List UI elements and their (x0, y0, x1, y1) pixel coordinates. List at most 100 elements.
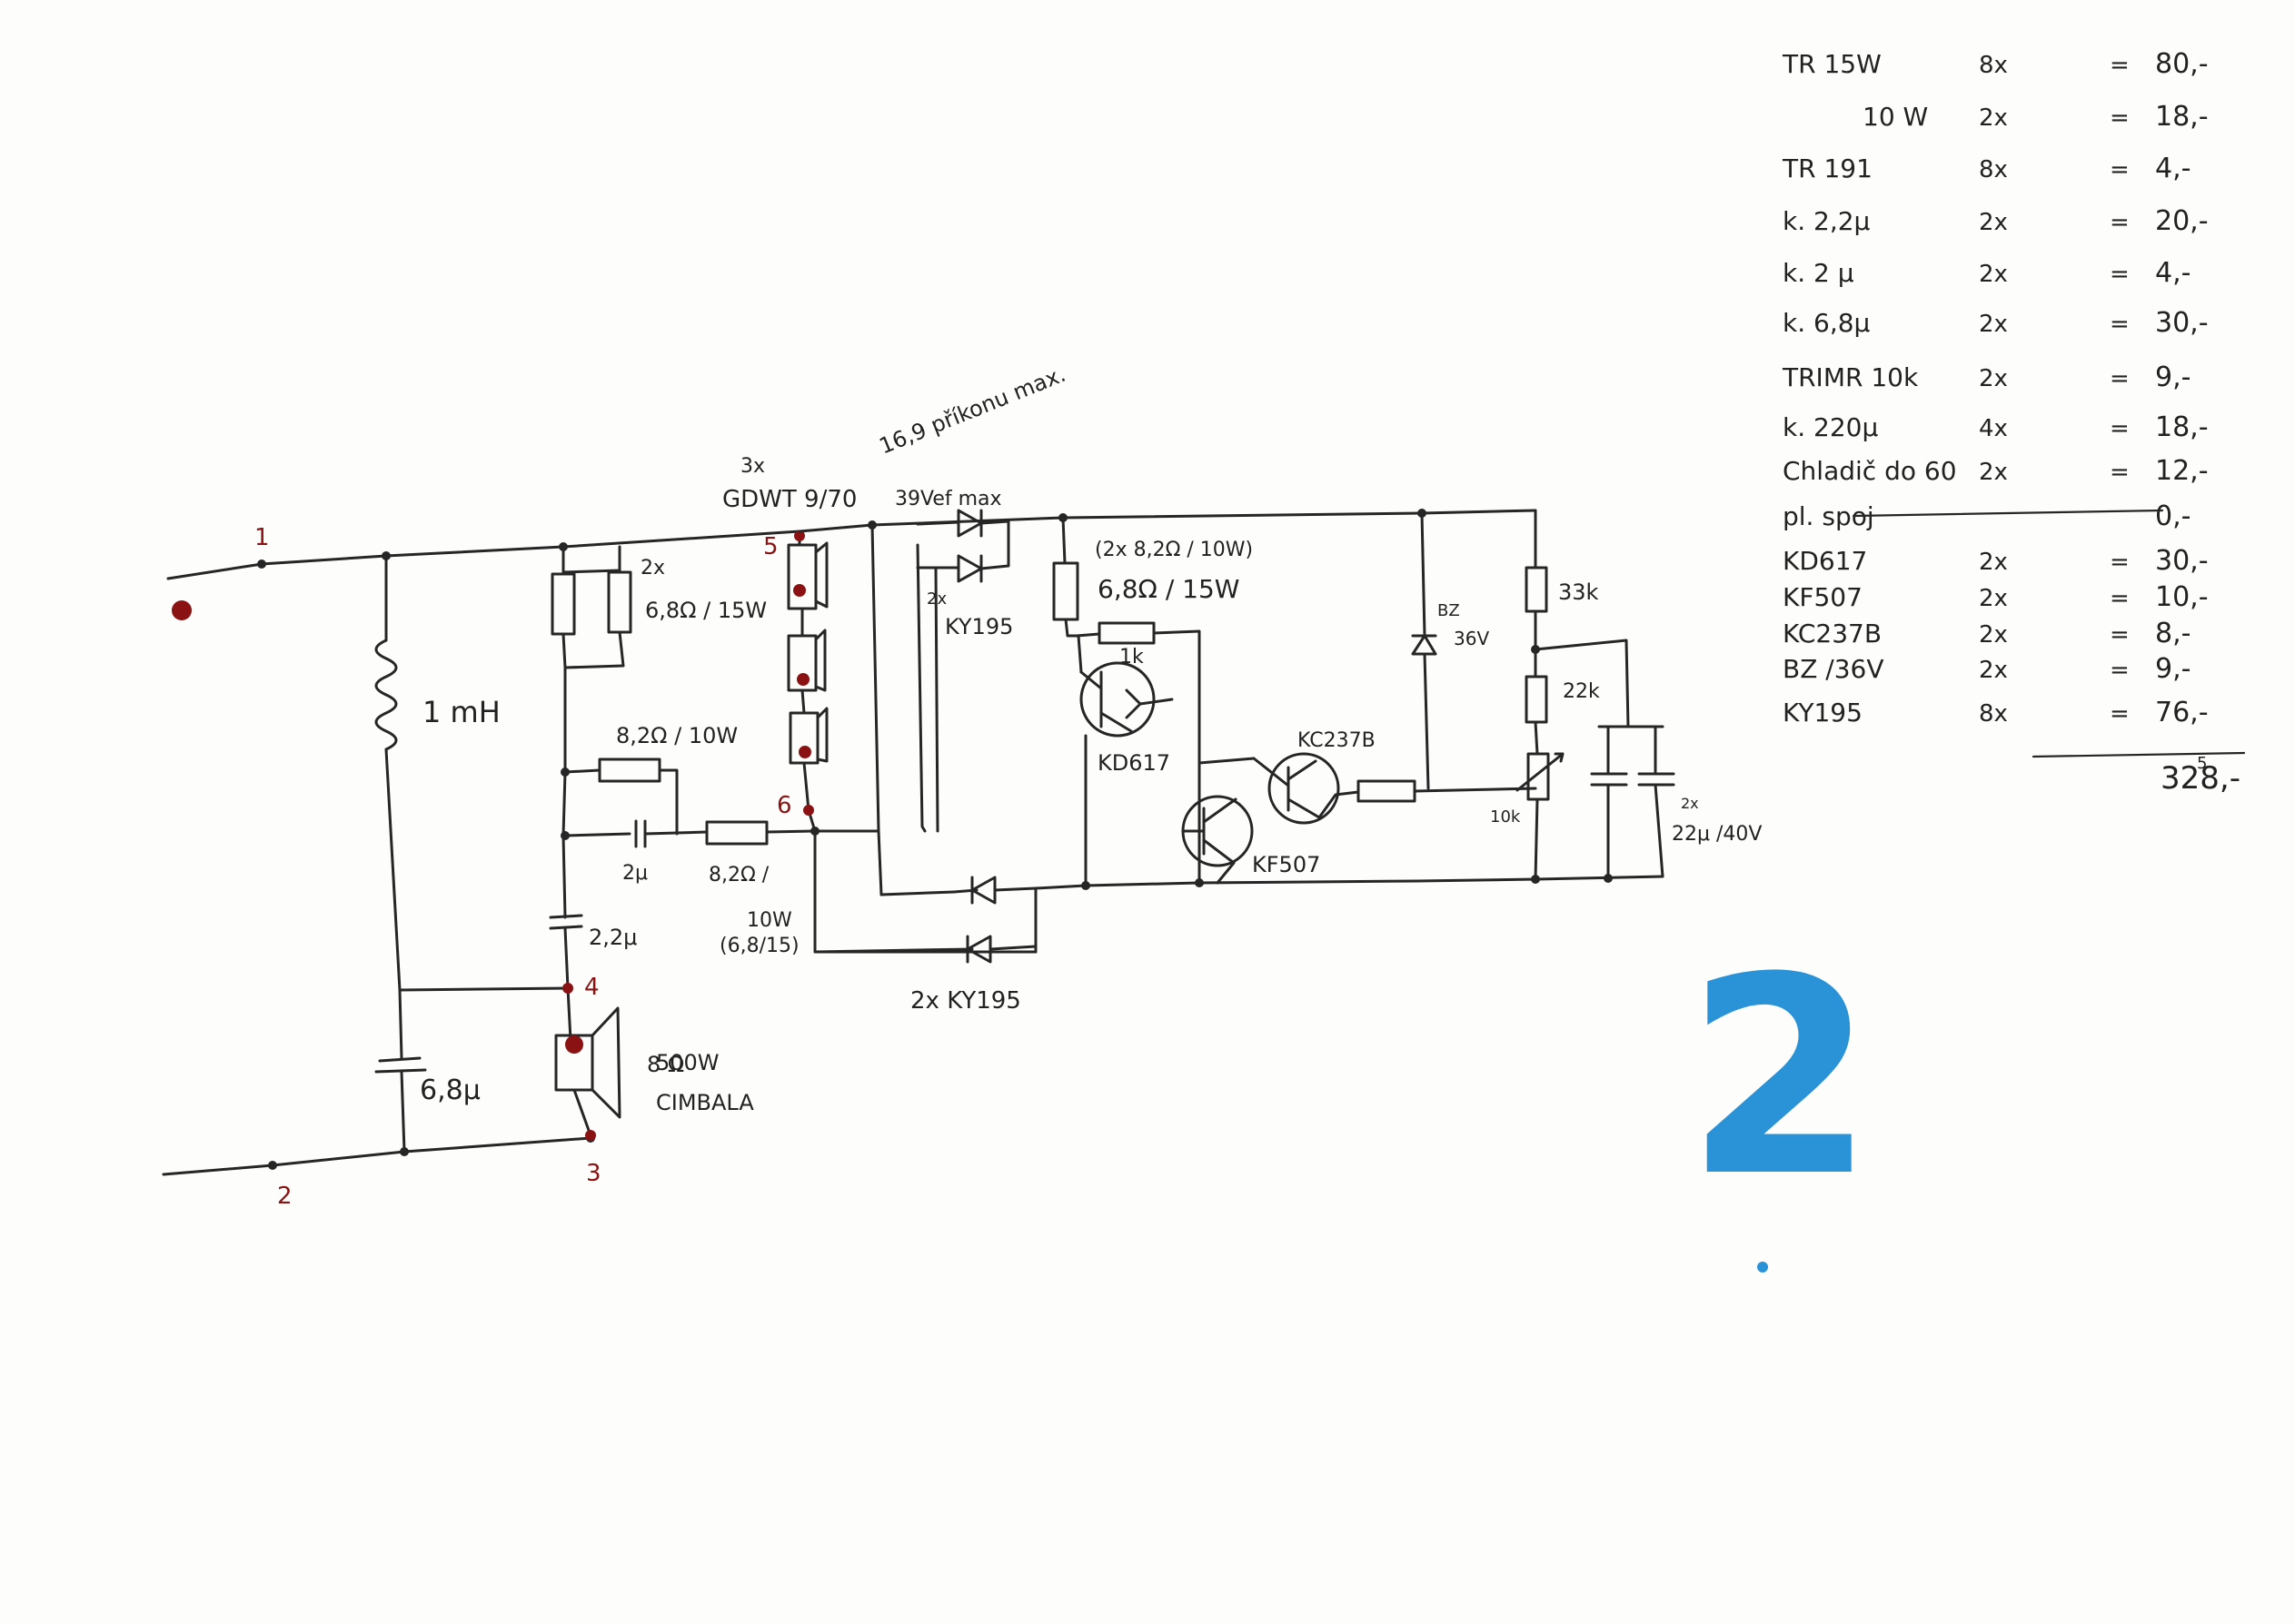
parts-row-4-part: k. 2 μ (1783, 258, 1854, 288)
parts-row-14-price: 76,- (2155, 697, 2209, 728)
parts-row-10-qty: 2x (1979, 549, 2008, 576)
parts-row-1-qty: 2x (1979, 104, 2008, 132)
transistor-kd617 (1079, 661, 1156, 738)
parts-row-4-qty: 2x (1979, 261, 2008, 288)
crossover-network (162, 530, 1038, 1176)
parts-divider-0 (1852, 509, 2164, 518)
parts-row-7-eq: = (2110, 415, 2130, 442)
label-speaker-name: CIMBALA (656, 1090, 754, 1115)
parts-row-13-qty: 2x (1979, 657, 2008, 684)
parts-row-2-price: 4,- (2155, 153, 2191, 184)
label-tweeter-voltage: 39Vef max (895, 488, 1002, 510)
parts-row-0-qty: 8x (1979, 52, 2008, 79)
parts-row-3-qty: 2x (1979, 209, 2008, 236)
parts-row-3-eq: = (2110, 209, 2130, 236)
page-mark: 2 (1685, 919, 1875, 1236)
label-res-series: 8,2Ω / (709, 864, 770, 886)
input-terminal-dot (172, 600, 192, 620)
parts-row-8-qty: 2x (1979, 459, 2008, 486)
protection-bottom-rail (1034, 875, 1664, 890)
parts-row-8-part: Chladič do 60 (1783, 456, 1957, 486)
label-res-load: 6,8Ω / 15W (1098, 574, 1239, 604)
parts-row-7-price: 18,- (2155, 411, 2209, 443)
parts-row-1-part: 10 W (1863, 102, 1928, 132)
parts-row-11-qty: 2x (1979, 585, 2008, 612)
parts-row-11-price: 10,- (2155, 581, 2209, 613)
parts-row-12-price: 8,- (2155, 618, 2191, 649)
label-caps-value: 22μ /40V (1672, 823, 1762, 846)
parts-row-3-price: 20,- (2155, 205, 2209, 237)
diode-ky195-bottom-1 (952, 876, 1038, 905)
diode-ky195-top-1 (916, 509, 1010, 538)
label-zener-voltage: 36V (1454, 628, 1489, 649)
label-res-33k: 33k (1558, 579, 1599, 605)
parts-row-10-price: 30,- (2155, 545, 2209, 577)
parts-row-1-eq: = (2110, 104, 2130, 132)
label-speaker-imp: 8 Ω (647, 1052, 684, 1077)
label-tweeter-type: GDWT 9/70 (722, 486, 857, 513)
label-cap-2-2u: 2,2μ (589, 925, 637, 950)
parts-row-12-part: KC237B (1783, 619, 1882, 649)
label-tweeter-qty: 3x (740, 455, 765, 478)
diode-ky195-bottom-2 (813, 935, 1038, 964)
terminal-1: 1 (254, 524, 270, 551)
label-cap-6-8u: 6,8μ (420, 1074, 481, 1106)
parts-row-13-eq: = (2110, 657, 2130, 684)
label-res-load-note: (2x 8,2Ω / 10W) (1095, 539, 1253, 561)
parts-row-2-eq: = (2110, 156, 2130, 183)
label-diodes-top-qty: 2x (927, 589, 947, 609)
parts-row-0-price: 80,- (2155, 48, 2209, 80)
parts-row-10-part: KD617 (1783, 546, 1867, 576)
label-diodes-bottom: 2x KY195 (910, 987, 1021, 1015)
parts-row-6-eq: = (2110, 365, 2130, 392)
terminal-2: 2 (277, 1183, 293, 1210)
parts-row-11-eq: = (2110, 585, 2130, 612)
parts-total-sup: 5 (2197, 754, 2207, 773)
terminal-4: 4 (584, 974, 600, 1001)
label-kc237b: KC237B (1297, 729, 1376, 752)
label-res-series-rating: 10W (747, 909, 792, 932)
blue-dot (1757, 1262, 1768, 1272)
terminal-5: 5 (763, 533, 779, 560)
diode-ky195-top-2 (916, 520, 1010, 583)
parts-row-6-price: 9,- (2155, 361, 2191, 393)
parts-divider-1 (2032, 751, 2246, 758)
label-res-22k: 22k (1563, 680, 1600, 703)
parts-row-13-part: BZ /36V (1783, 654, 1884, 684)
parts-row-5-eq: = (2110, 311, 2130, 338)
label-cap-2u: 2μ (622, 862, 648, 885)
transistor-kc237b (1267, 752, 1340, 825)
parts-row-4-eq: = (2110, 261, 2130, 288)
parts-row-5-price: 30,- (2155, 307, 2209, 339)
parts-row-10-eq: = (2110, 549, 2130, 576)
terminal-3: 3 (586, 1160, 601, 1187)
parts-total: 328,- (2161, 760, 2240, 797)
parts-row-11-part: KF507 (1783, 582, 1863, 612)
label-zener: BZ (1437, 601, 1460, 620)
label-kf507: KF507 (1252, 852, 1320, 877)
parts-row-2-part: TR 191 (1782, 153, 1873, 183)
parts-row-13-price: 9,- (2155, 653, 2191, 685)
parts-row-8-eq: = (2110, 459, 2130, 486)
protection-circuit (798, 509, 1675, 964)
capacitor-2u (563, 819, 709, 848)
label-caps-qty: 2x (1681, 795, 1699, 812)
label-res-series-note: (6,8/15) (720, 935, 800, 957)
parts-row-8-price: 12,- (2155, 455, 2209, 487)
label-inductor: 1 mH (422, 695, 501, 729)
label-res-pair-qty: 2x (641, 557, 665, 579)
parts-row-14-part: KY195 (1783, 698, 1863, 728)
parts-row-6-qty: 2x (1979, 365, 2008, 392)
parts-row-0-eq: = (2110, 52, 2130, 79)
parts-row-14-eq: = (2110, 700, 2130, 728)
parts-row-7-part: k. 220μ (1783, 412, 1878, 442)
parts-row-9-price: 0,- (2155, 500, 2191, 532)
parts-row-7-qty: 4x (1979, 415, 2008, 442)
label-diodes-top: KY195 (945, 614, 1013, 639)
terminal-6: 6 (777, 792, 792, 819)
parts-row-1-price: 18,- (2155, 101, 2209, 133)
parts-row-0-part: TR 15W (1782, 49, 1882, 79)
parts-row-5-part: k. 6,8μ (1783, 308, 1871, 338)
